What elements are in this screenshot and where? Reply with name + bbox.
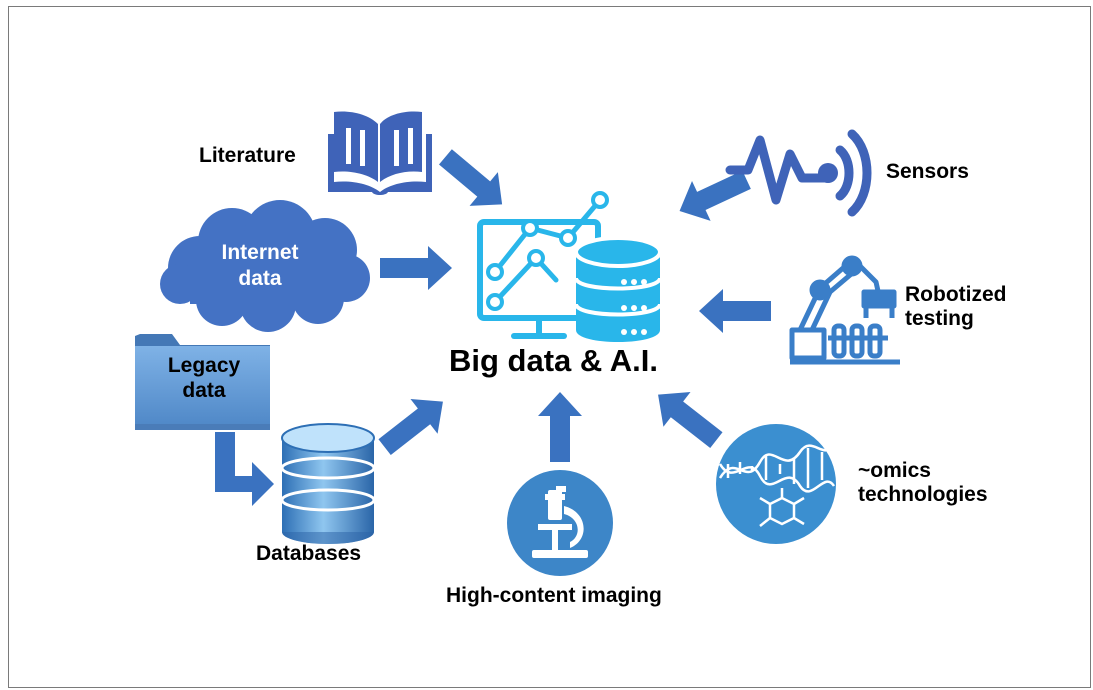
label-databases: Databases [256,542,362,565]
arrow-robotized [699,289,771,333]
arrow-sensors [679,170,751,221]
label-robotized-line1: Robotized [905,283,1007,306]
microscope-icon [507,470,613,576]
label-internet-data: Internet data [200,240,320,293]
cloud-icon [160,200,370,332]
label-internet-line1: Internet [221,241,299,264]
book-icon [328,111,432,195]
arrow-imaging [538,392,582,462]
label-center: Big data & A.I. [449,343,658,378]
sensor-wave-icon [725,129,872,217]
label-sensors: Sensors [886,160,969,183]
robot-arm-icon [789,255,900,365]
arrows [215,149,771,506]
arrow-internet [380,246,452,290]
dna-molecule-icon [716,424,836,544]
label-legacy-data: Legacy data [148,353,260,403]
label-literature: Literature [199,144,296,167]
label-omics: ~omics technologies [858,459,988,506]
label-internet-line2: data [238,267,282,291]
sensor-dot [818,163,838,183]
arrow-databases [378,399,443,456]
label-omics-line2: technologies [858,482,988,506]
arrow-literature [438,149,503,206]
label-robotized-line2: testing [905,306,974,330]
arrow-omics [658,392,723,449]
label-robotized: Robotized testing [905,283,1006,330]
server-stack-icon [574,236,662,342]
database-icon [280,423,376,544]
arrow-legacy [215,432,274,506]
chart-points [486,191,609,311]
label-omics-line1: ~omics [858,459,931,482]
label-legacy-line2: data [182,379,226,403]
label-legacy-line1: Legacy [167,354,241,377]
label-imaging: High-content imaging [446,584,662,607]
folder-icon [135,334,270,430]
